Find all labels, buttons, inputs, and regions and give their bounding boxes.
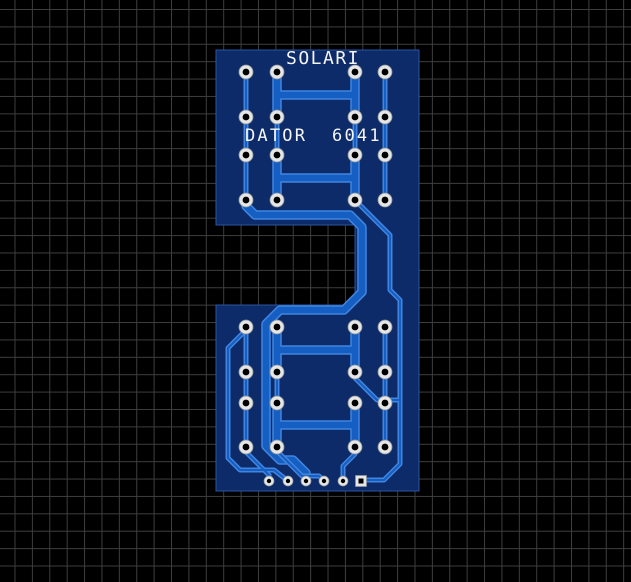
pad-drill-hole bbox=[273, 443, 281, 451]
pad-drill-hole bbox=[351, 443, 359, 451]
pad-drill-hole bbox=[242, 323, 250, 331]
square-pad-drill-hole bbox=[358, 478, 364, 484]
copper-trace[interactable] bbox=[273, 68, 359, 121]
pad-drill-hole bbox=[273, 323, 281, 331]
pad-drill-hole bbox=[351, 399, 359, 407]
pad-drill-hole bbox=[242, 113, 250, 121]
pad-drill-hole bbox=[242, 68, 250, 76]
pad-drill-hole bbox=[381, 399, 389, 407]
pad-drill-hole bbox=[242, 443, 250, 451]
small-pad-drill-hole bbox=[340, 478, 346, 484]
small-pad-drill-hole bbox=[321, 478, 327, 484]
copper-trace[interactable] bbox=[273, 151, 359, 204]
pad-drill-hole bbox=[351, 68, 359, 76]
copper-trace[interactable] bbox=[242, 196, 366, 485]
pcb-board[interactable] bbox=[215, 49, 420, 492]
pad-drill-hole bbox=[273, 113, 281, 121]
silkscreen-text-dator-6041[interactable]: DATOR 6041 bbox=[245, 126, 382, 146]
pad-drill-hole bbox=[273, 196, 281, 204]
pad-drill-hole bbox=[381, 151, 389, 159]
pad-drill-hole bbox=[242, 151, 250, 159]
copper-trace[interactable] bbox=[227, 329, 289, 482]
pad-drill-hole bbox=[242, 368, 250, 376]
pad-drill-hole bbox=[381, 68, 389, 76]
small-pad-drill-hole bbox=[285, 478, 291, 484]
pad-drill-hole bbox=[381, 368, 389, 376]
pad-drill-hole bbox=[351, 368, 359, 376]
copper-trace[interactable] bbox=[354, 199, 401, 481]
pad-drill-hole bbox=[351, 323, 359, 331]
pad-drill-hole bbox=[273, 399, 281, 407]
pad-drill-hole bbox=[381, 113, 389, 121]
pad-drill-hole bbox=[351, 196, 359, 204]
pad-drill-hole bbox=[351, 113, 359, 121]
pad-drill-hole bbox=[273, 68, 281, 76]
pad-drill-hole bbox=[381, 443, 389, 451]
pad-drill-hole bbox=[242, 399, 250, 407]
pad-drill-hole bbox=[351, 151, 359, 159]
copper-trace[interactable] bbox=[273, 323, 359, 376]
small-pad-drill-hole bbox=[303, 478, 309, 484]
pad-drill-hole bbox=[242, 196, 250, 204]
pad-drill-hole bbox=[381, 323, 389, 331]
small-pad-drill-hole bbox=[266, 478, 272, 484]
pad-drill-hole bbox=[381, 196, 389, 204]
pad-drill-hole bbox=[273, 368, 281, 376]
silkscreen-text-solari[interactable]: SOLARI bbox=[286, 48, 361, 69]
pad-drill-hole bbox=[273, 151, 281, 159]
